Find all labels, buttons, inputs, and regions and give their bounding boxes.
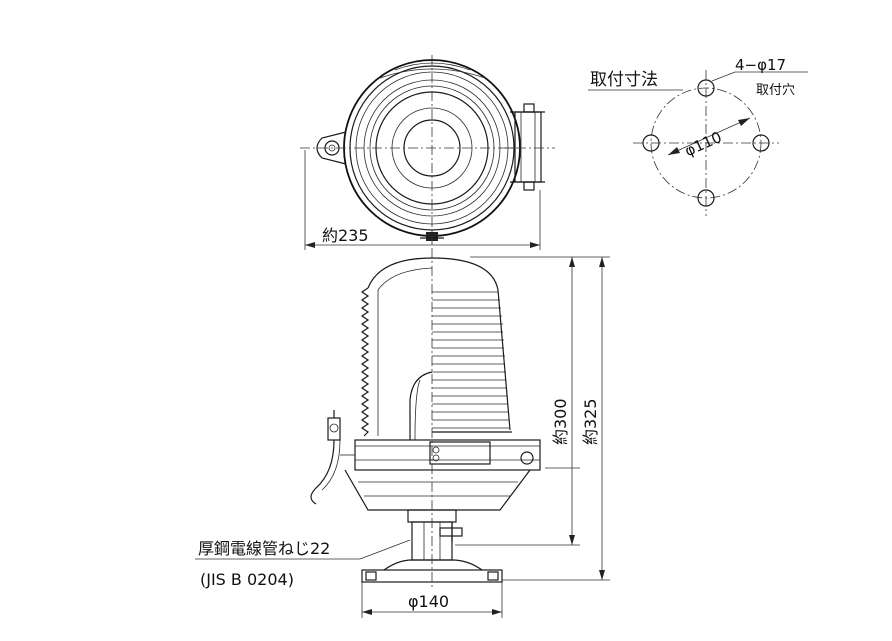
mounting-diagram [588, 70, 808, 216]
top-view [300, 55, 555, 250]
thread-note: 厚鋼電線管ねじ22 [198, 539, 330, 558]
pcd-label: φ110 [682, 128, 725, 160]
side-view [195, 248, 610, 618]
mounting-title: 取付寸法 [590, 70, 658, 90]
top-width-label: 約235 [322, 226, 369, 245]
height-325-label: 約325 [581, 398, 600, 445]
hole-spec-label: 4−φ17 [735, 56, 786, 74]
height-300-label: 約300 [551, 398, 570, 445]
hole-note-label: 取付穴 [756, 83, 795, 98]
standard-note: (JIS B 0204) [200, 570, 294, 589]
base-diameter-label: φ140 [408, 592, 449, 611]
rib-lines [432, 291, 509, 429]
